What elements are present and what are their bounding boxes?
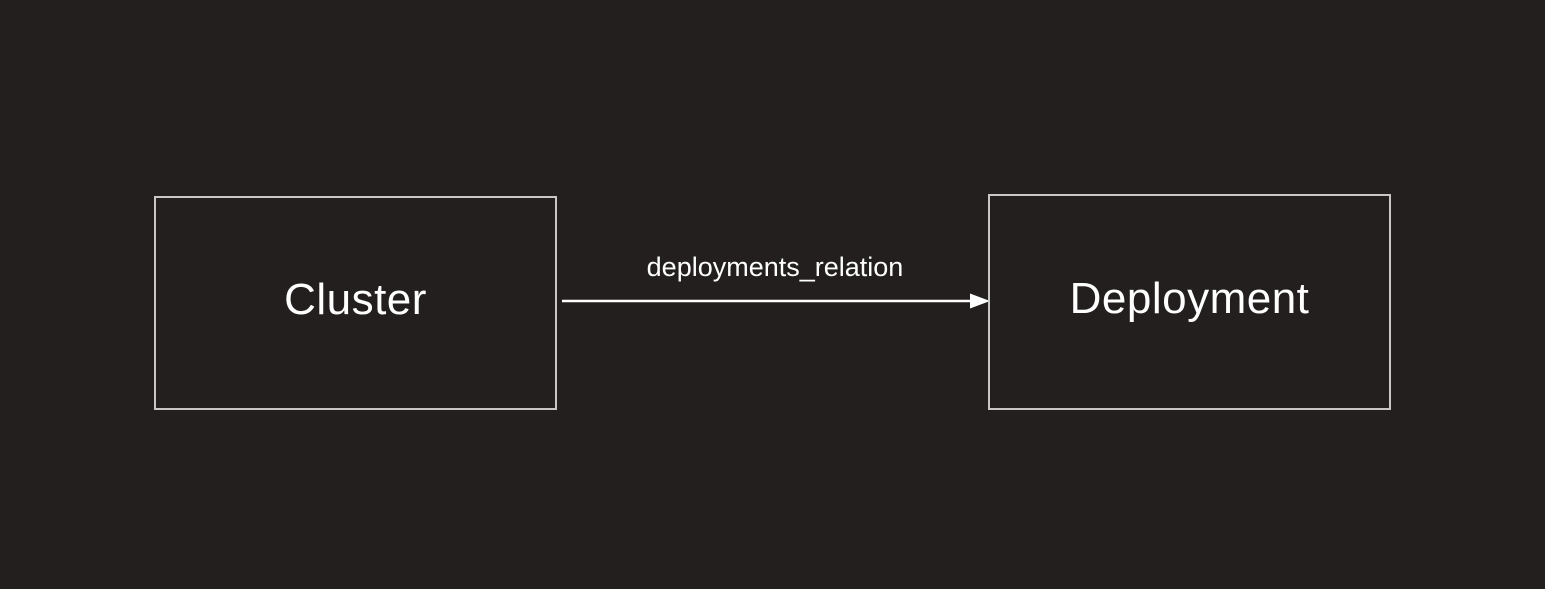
edge-label-deployments-relation[interactable]: deployments_relation (646, 252, 904, 282)
node-cluster-label: Cluster (284, 275, 427, 324)
node-deployment[interactable]: Deployment (988, 194, 1391, 410)
node-cluster[interactable]: Cluster (154, 196, 557, 410)
node-deployment-label: Deployment (1069, 274, 1310, 323)
